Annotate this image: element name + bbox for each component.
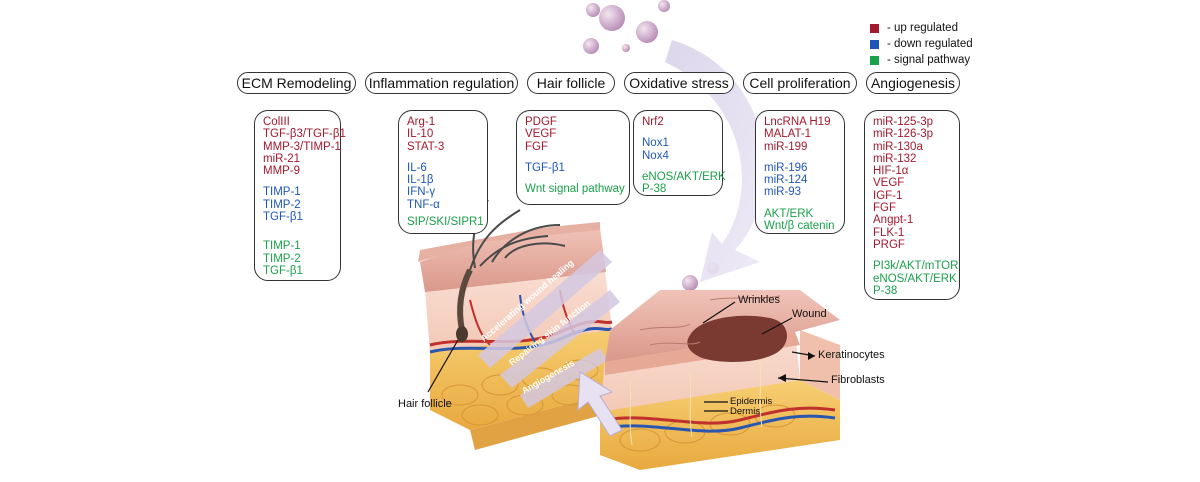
list-item: P-38 [873,284,898,297]
list-item: IL-1β [407,174,434,187]
list-item: MMP-3/TIMP-1 [263,140,341,153]
list-item: HIF-1α [873,165,909,178]
list-item: miR-196 [764,161,808,174]
label-wrinkles: Wrinkles [738,294,780,306]
list-item: PI3k/AKT/mTOR [873,260,959,273]
list-item: miR-132 [873,152,917,165]
list-item: FGF [873,202,896,215]
list-item: IL-10 [407,128,434,141]
header-inflammation-regulation: Inflammation regulation [365,72,518,94]
list-item: PRGF [873,238,905,251]
list-item: TGF-β3/TGF-β1 [263,128,346,141]
list-item: VEGF [525,128,557,141]
label-hair-follicle: Hair follicle [398,398,452,410]
header-cell-proliferation: Cell proliferation [743,72,857,94]
list-item: TIMP-1 [263,186,301,199]
list-item: miR-126-3p [873,128,934,141]
list-item: IFN-γ [407,186,436,199]
legend-swatch-signal [870,55,879,65]
header-oxidative-stress: Oxidative stress [624,72,734,94]
bubbles-top [583,0,670,54]
list-item: TIMP-2 [263,252,301,265]
left-skin-block: Accelerating wound healing Repairing ski… [418,199,620,450]
list-item: IGF-1 [873,189,903,202]
list-item: FGF [525,140,548,153]
list-item: ColIII [263,116,290,128]
list-item: TIMP-2 [263,198,301,211]
list-item: miR-21 [263,152,301,165]
curved-arrow [665,40,766,282]
list-item: SIP/SKI/SIPR1 [407,216,484,229]
legend-label-down: - down regulated [887,38,973,50]
legend-item-down: - down regulated [870,36,973,52]
box-ecm-remodeling: ColIII TGF-β3/TGF-β1 MMP-3/TIMP-1 miR-21… [254,110,346,281]
list-item: TNF-α [407,198,440,211]
right-skin-block [600,290,840,470]
list-item: miR-93 [764,186,802,199]
label-fibroblasts: Fibroblasts [831,374,885,386]
header-hair-follicle: Hair follicle [527,72,615,94]
list-item: STAT-3 [407,140,445,153]
list-item: Nox4 [642,149,669,162]
list-item: TGF-β1 [525,161,565,174]
legend-item-up: - up regulated [870,20,973,36]
wound-area [687,315,788,362]
list-item: TGF-β1 [263,264,303,277]
label-keratinocytes: Keratinocytes [818,349,885,361]
list-item: FLK-1 [873,226,905,239]
list-item: miR-130a [873,140,923,153]
list-item: Wnt signal pathway [525,183,625,196]
box-oxidative-stress: Nrf2 Nox1 Nox4 eNOS/AKT/ERK P-38 [633,110,726,196]
list-item: Wnt/β catenin [764,220,835,233]
box-hair-follicle: PDGF VEGF FGF TGF-β1 Wnt signal pathway [516,110,630,205]
legend-swatch-up [870,23,879,33]
list-item: IL-6 [407,161,427,174]
list-item: TIMP-1 [263,240,301,253]
list-item: PDGF [525,116,557,128]
list-item: miR-124 [764,174,808,187]
header-angiogenesis: Angiogenesis [866,72,960,94]
list-item: VEGF [873,177,905,190]
list-item: MMP-9 [263,165,301,178]
box-angiogenesis: miR-125-3p miR-126-3p miR-130a miR-132 H… [864,110,960,300]
list-item: Angpt-1 [873,214,914,227]
list-item: P-38 [642,183,667,196]
legend-item-signal: - signal pathway [870,52,973,68]
list-item: TGF-β1 [263,211,303,224]
box-inflammation-regulation: Arg-1 IL-10 STAT-3 IL-6 IL-1β IFN-γ TNF-… [398,110,488,234]
list-item: LncRNA H19 [764,116,831,128]
list-item: Arg-1 [407,116,436,128]
label-dermis: Dermis [730,406,761,417]
legend: - up regulated - down regulated - signal… [870,20,973,68]
list-item: Nrf2 [642,116,664,128]
list-item: MALAT-1 [764,128,812,141]
label-wound: Wound [792,308,827,320]
upward-arrow [577,371,623,437]
legend-swatch-down [870,39,879,49]
list-item: miR-125-3p [873,116,934,128]
list-item: eNOS/AKT/ERK [873,272,957,285]
header-ecm-remodeling: ECM Remodeling [237,72,356,94]
list-item: AKT/ERK [764,207,814,220]
list-item: Nox1 [642,137,669,150]
legend-label-up: - up regulated [887,22,958,34]
box-cell-proliferation: LncRNA H19 MALAT-1 miR-199 miR-196 miR-1… [755,110,845,234]
legend-label-signal: - signal pathway [887,54,971,66]
list-item: miR-199 [764,140,808,153]
list-item: eNOS/AKT/ERK [642,170,726,183]
label-epidermis: Epidermis [730,396,773,407]
